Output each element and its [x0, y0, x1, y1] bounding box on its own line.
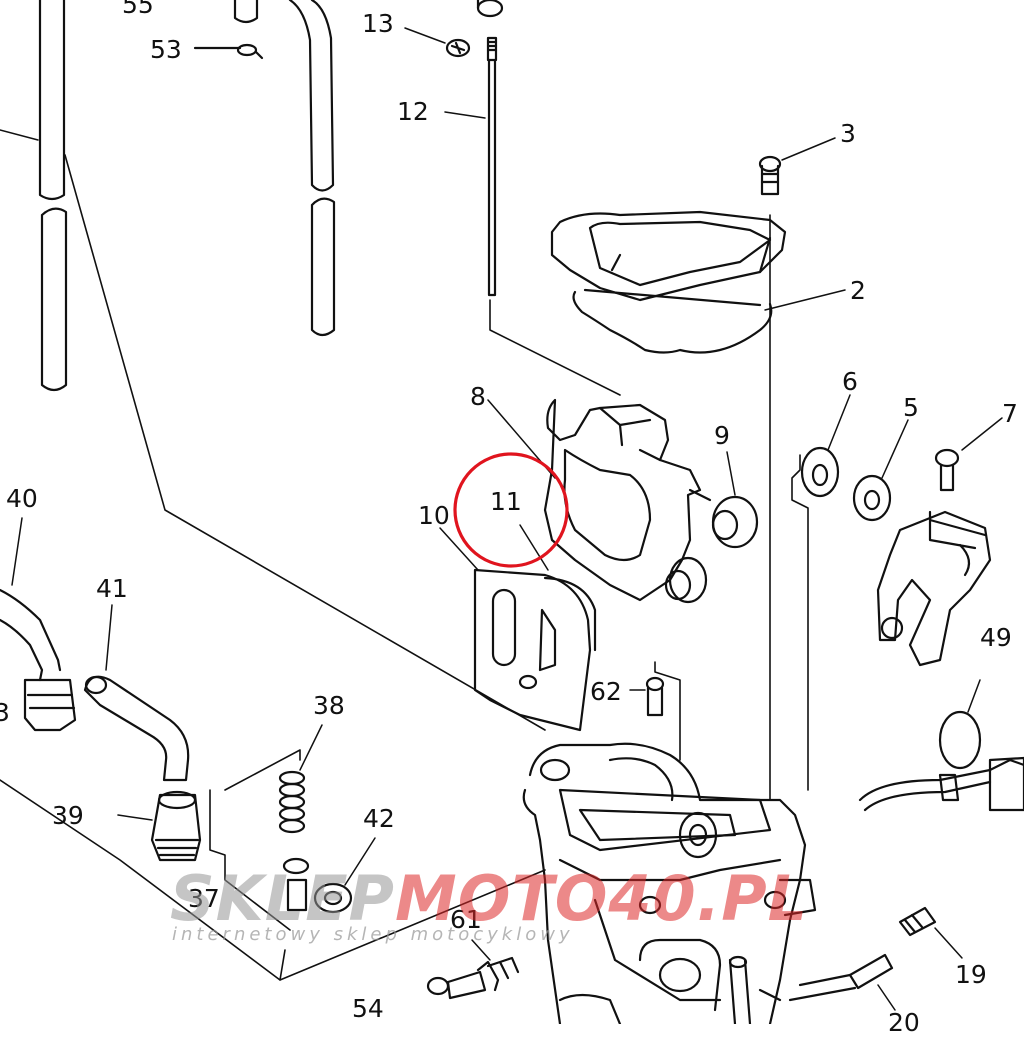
screw-7: [934, 417, 1003, 492]
label-54: 54: [352, 994, 384, 1023]
slide-body-8: [543, 398, 712, 604]
pipe-41: [83, 604, 190, 782]
label-12: 12: [397, 97, 429, 126]
carburetor-body: [522, 742, 817, 1024]
hose-left-vertical: [38, 0, 259, 392]
spring-38: [278, 724, 323, 912]
fitting-39: [117, 790, 202, 862]
screw-20: [788, 953, 896, 1011]
label-10: 10: [418, 501, 450, 530]
label-53: 53: [150, 35, 182, 64]
label-55: 55: [122, 0, 154, 19]
lever-bracket: [876, 510, 992, 667]
label-3: 3: [840, 119, 856, 148]
cable-right: [858, 756, 1024, 812]
frame-lines-lower: [0, 749, 546, 981]
label-38: 38: [313, 691, 345, 720]
cover-2: [550, 210, 846, 354]
label-62: 62: [590, 677, 622, 706]
cap-42: [313, 837, 376, 914]
leader-line: [439, 527, 479, 571]
hose-40: [0, 517, 77, 732]
label-39: 39: [52, 801, 84, 830]
screw-62: [629, 676, 665, 717]
screw-3: [758, 137, 836, 196]
washer-5: [852, 419, 909, 522]
needle-12: [444, 36, 498, 297]
label-49: 49: [980, 623, 1012, 652]
hose-right-curved: [288, 0, 336, 337]
gasket-plate-10: [473, 568, 597, 732]
washer-6: [800, 394, 851, 498]
label-61: 61: [450, 905, 482, 934]
screw-19: [898, 906, 963, 959]
label-42: 42: [363, 804, 395, 833]
screw-13: [404, 27, 471, 58]
label-40: 40: [6, 484, 38, 513]
clamp-53: [193, 43, 264, 60]
leader-line: [0, 129, 39, 141]
label-7: 7: [1002, 399, 1018, 428]
oring-49: [938, 679, 982, 770]
label-13: 13: [362, 9, 394, 38]
screw-61: [426, 939, 520, 1000]
highlight-circle: [453, 452, 569, 568]
label-20: 20: [888, 1008, 920, 1037]
label-41: 41: [96, 574, 128, 603]
label-19: 19: [955, 960, 987, 989]
label-6: 6: [842, 367, 858, 396]
label-2: 2: [850, 276, 866, 305]
label-5: 5: [903, 393, 919, 422]
assembly-leader-lines: [64, 154, 809, 801]
label-9: 9: [714, 421, 730, 450]
label-37: 37: [188, 884, 220, 913]
cap-top: [476, 0, 504, 18]
roller-9: [711, 451, 759, 549]
label-8: 8: [470, 382, 486, 411]
leader-line: [519, 524, 549, 571]
label-3b: 3: [0, 698, 10, 727]
label-11: 11: [490, 487, 522, 516]
